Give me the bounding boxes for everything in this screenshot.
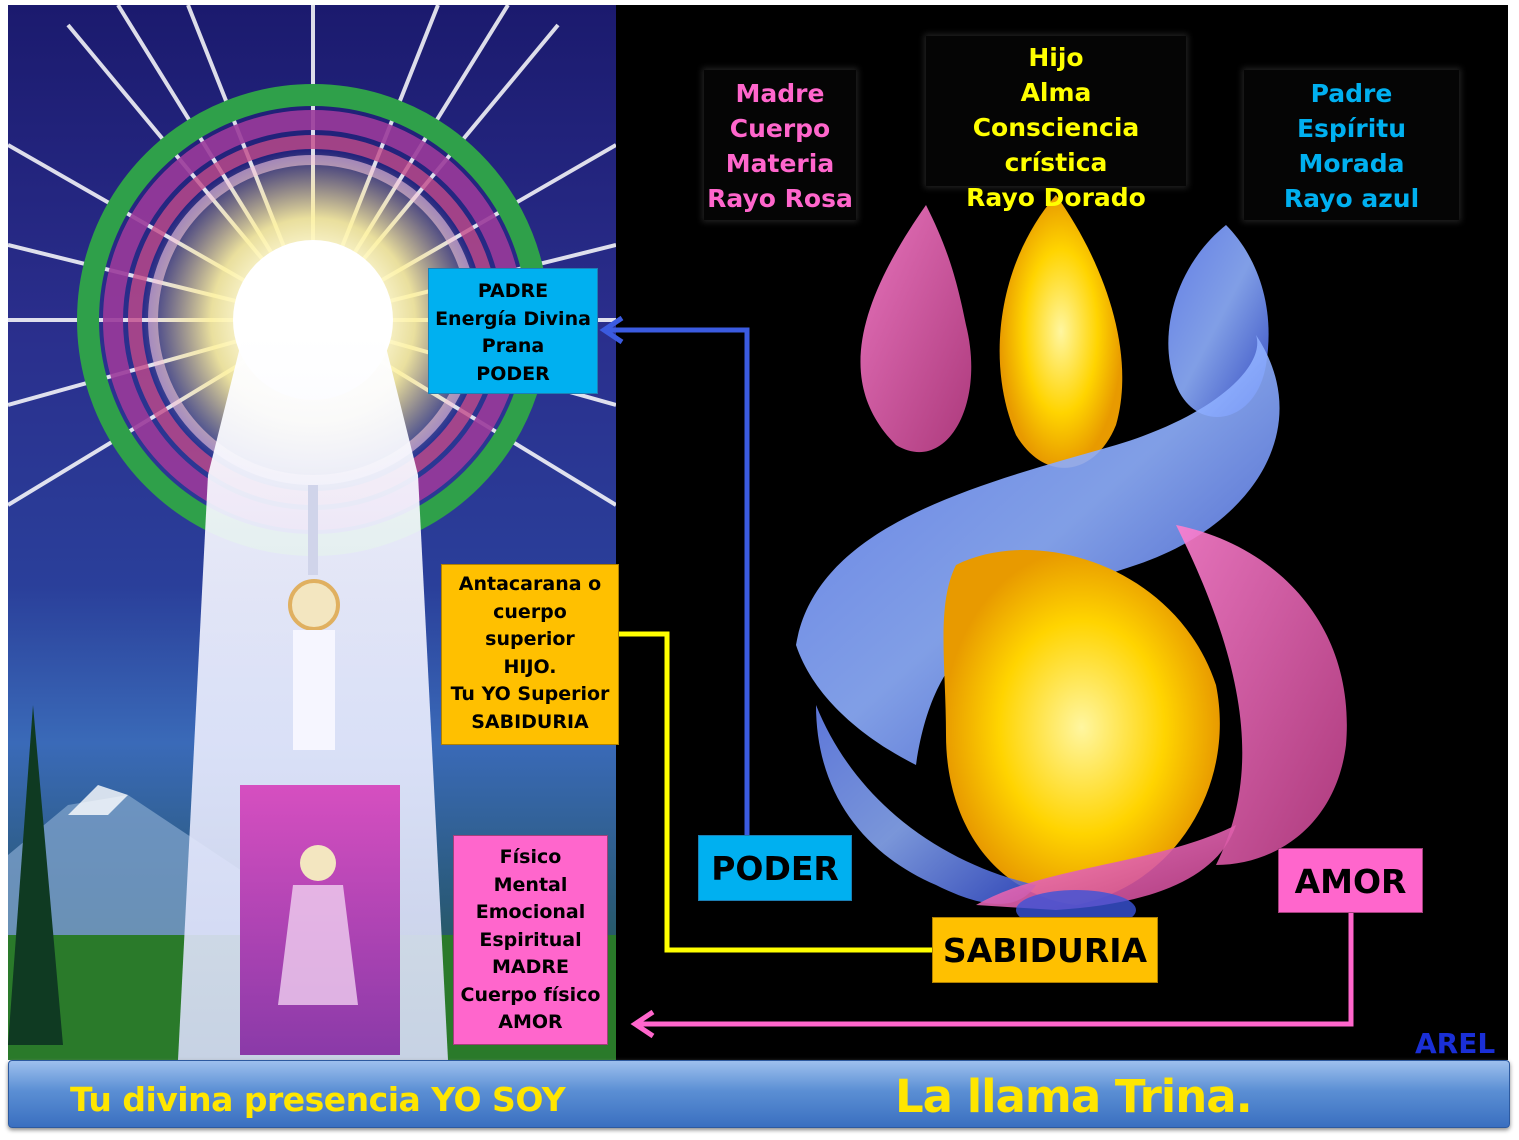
poder-label: PODER [698,835,852,901]
fisico-box: Físico Mental Emocional Espiritual MADRE… [453,835,608,1045]
cuerpo-fisico-line: Cuerpo físico [460,983,601,1006]
prana-line: Prana [481,335,545,357]
rayo-dorado-line: Rayo Dorado [966,183,1146,212]
mental-line: Mental [493,873,568,896]
espiritu-line: Espíritu [1296,114,1407,143]
padre-energia-box: PADRE Energía Divina Prana PODER [428,268,598,394]
antacarana-box: Antacarana o cuerpo superior HIJO. Tu YO… [441,564,619,745]
padre-box: Padre Espíritu Morada Rayo azul [1244,70,1459,220]
morada-line: Morada [1298,149,1405,178]
amor-line: AMOR [498,1011,563,1033]
madre-box: Madre Cuerpo Materia Rayo Rosa [704,70,856,220]
amor-label: AMOR [1278,848,1423,913]
yo-superior-line: Tu YO Superior [450,683,610,705]
materia-line: Materia [725,149,835,178]
footer-bar [8,1060,1510,1128]
i-am-presence-illustration [8,5,616,1060]
cuerpo-line: Cuerpo [729,114,831,143]
antacarana-line: Antacarana o [458,573,602,595]
footer-left-title: Tu divina presencia YO SOY [70,1080,566,1119]
espiritual-line: Espiritual [479,928,582,951]
footer-right-title: La llama Trina. [895,1070,1253,1123]
padre-line: PADRE [477,280,549,302]
fisico-line: Físico [499,846,562,868]
signature: AREL [1415,1027,1496,1060]
cuerpo-line: cuerpo [493,600,567,623]
sabiduria-line: SABIDURIA [471,710,589,733]
hijo-line: Hijo [1028,43,1084,72]
alma-line: Alma [1020,78,1092,107]
rayo-rosa-line: Rayo Rosa [707,184,853,213]
consciencia-line: Consciencia crística [972,113,1140,177]
padre-line: Padre [1310,79,1393,108]
rayo-azul-line: Rayo azul [1283,184,1420,213]
madre-line: MADRE [492,956,569,978]
superior-line: superior [485,628,575,650]
presence-artwork [8,5,616,1060]
hijo-box: Hijo Alma Consciencia crística Rayo Dora… [926,36,1186,212]
poder-line: PODER [476,362,550,385]
emocional-line: Emocional [475,901,586,923]
madre-line: Madre [735,79,825,108]
hijo-line: HIJO. [503,655,557,678]
sabiduria-label: SABIDURIA [932,917,1158,983]
energia-line: Energía Divina [435,307,591,330]
